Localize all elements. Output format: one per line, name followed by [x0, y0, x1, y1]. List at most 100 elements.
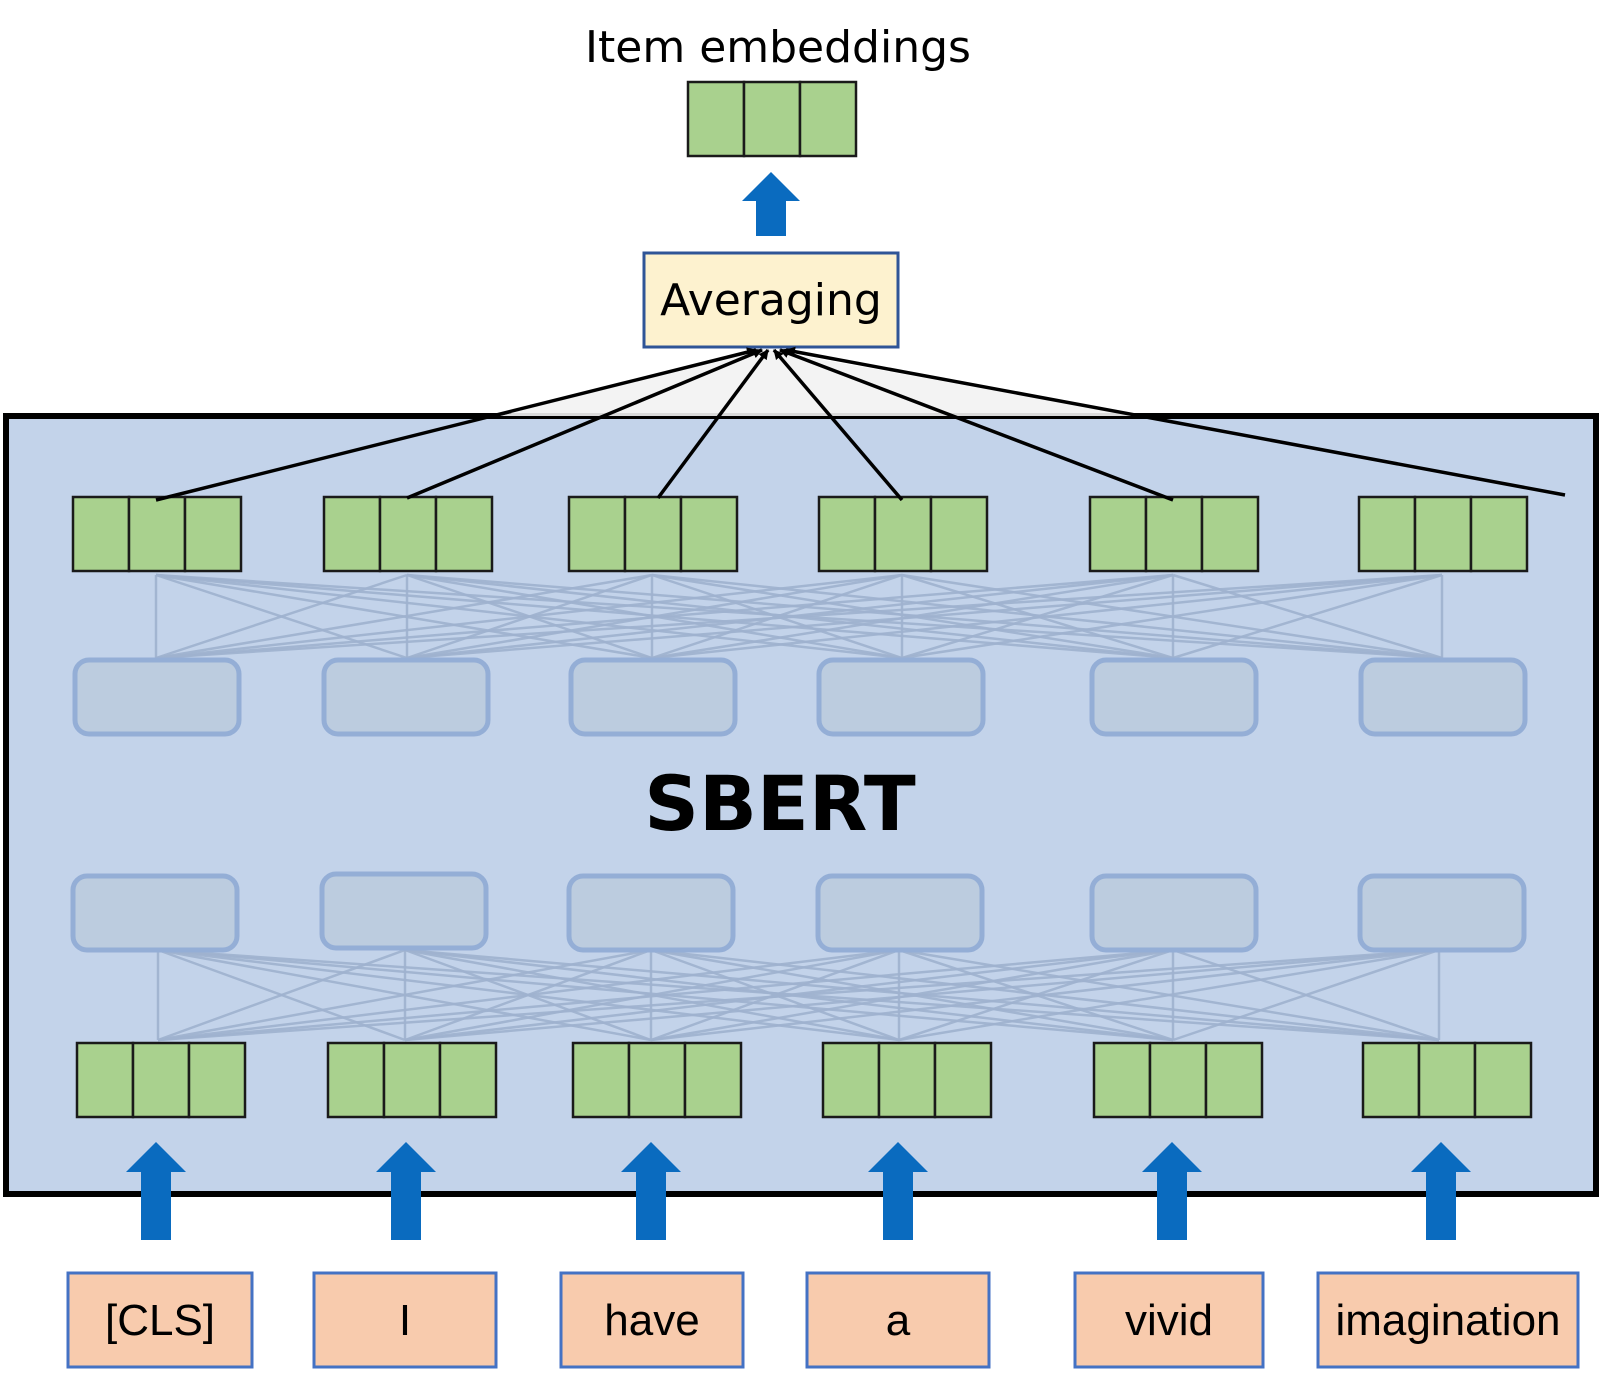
token-box: I — [312, 1271, 498, 1369]
token-box: [CLS] — [66, 1271, 254, 1369]
attention-line — [651, 573, 1443, 660]
attention-line — [155, 573, 903, 660]
layer-box — [1357, 873, 1527, 953]
vector-cell — [933, 1041, 993, 1119]
token-box-frame — [559, 1271, 745, 1369]
vector-cell — [683, 1041, 743, 1119]
token-label: a — [886, 1296, 911, 1345]
token-label: vivid — [1125, 1296, 1213, 1345]
attention-line — [157, 948, 1440, 1042]
lower-attention-connections — [156, 948, 1441, 1042]
token-box-frame — [312, 1271, 498, 1369]
token-vector — [567, 495, 739, 573]
attention-line — [650, 948, 900, 1042]
token-vector — [1088, 495, 1260, 573]
token-box-frame — [1073, 1271, 1265, 1369]
token-vector — [1092, 1041, 1264, 1119]
input-token-vectors — [75, 1041, 1533, 1119]
vector-cell — [742, 80, 802, 158]
vector-cell — [817, 495, 877, 573]
token-vector — [1361, 1041, 1533, 1119]
upper-layer-row — [72, 657, 1528, 737]
token-label: have — [604, 1296, 699, 1345]
token-label: [CLS] — [105, 1296, 215, 1345]
token-vector — [75, 1041, 247, 1119]
vector-cell — [571, 1041, 631, 1119]
vector-cell — [326, 1041, 386, 1119]
attention-line — [651, 573, 903, 660]
vector-cell — [1361, 1041, 1421, 1119]
vector-cell — [438, 1041, 498, 1119]
vector-cell — [71, 495, 131, 573]
vector-cell — [1357, 495, 1417, 573]
vector-cell — [75, 1041, 135, 1119]
vector-cell — [1204, 1041, 1264, 1119]
token-vector — [817, 495, 989, 573]
vector-cell — [627, 1041, 687, 1119]
averaging-box: Averaging — [642, 251, 900, 349]
token-vector — [326, 1041, 498, 1119]
vector-cell — [1413, 495, 1473, 573]
vector-cell — [1092, 1041, 1152, 1119]
pooling-connections — [155, 346, 1566, 502]
vector-cell — [1469, 495, 1529, 573]
layer-box — [1358, 657, 1528, 737]
attention-line — [901, 573, 1443, 660]
token-box: have — [559, 1271, 745, 1369]
attention-line — [155, 573, 653, 660]
attention-line — [157, 948, 1174, 1042]
layer-box — [816, 657, 986, 737]
token-vector — [71, 495, 243, 573]
vector-cell — [623, 495, 683, 573]
vector-cell — [382, 1041, 442, 1119]
token-box-frame — [805, 1271, 991, 1369]
averaging-box-frame — [642, 251, 900, 349]
vector-cell — [434, 495, 494, 573]
token-label: imagination — [1335, 1296, 1560, 1345]
up-arrow-icon — [621, 1142, 681, 1240]
layer-box — [321, 657, 491, 737]
attention-line — [157, 948, 900, 1042]
pooling-line — [785, 346, 1566, 497]
up-arrow-icon — [376, 1142, 436, 1240]
vector-cell — [378, 495, 438, 573]
upper-attention-connections — [154, 573, 1444, 660]
attention-line — [898, 948, 1440, 1042]
vector-cell — [929, 495, 989, 573]
token-label: I — [399, 1296, 411, 1345]
vector-cell — [873, 495, 933, 573]
layer-box — [568, 657, 738, 737]
attention-line — [155, 573, 1174, 660]
attention-line — [155, 573, 408, 660]
up-arrow-icon — [1411, 1142, 1471, 1240]
attention-line — [155, 573, 1443, 660]
fan-highlight — [500, 349, 1137, 416]
vector-cell — [1148, 1041, 1208, 1119]
up-arrow-icon — [868, 1142, 928, 1240]
vector-cell — [127, 495, 187, 573]
up-arrow-icon — [1142, 1142, 1202, 1240]
sbert-label: SBERT — [644, 759, 916, 848]
pooling-line — [656, 348, 770, 500]
token-box: a — [805, 1271, 991, 1369]
layer-box — [72, 657, 242, 737]
lower-layer-row — [70, 871, 1527, 953]
attention-line — [404, 948, 1440, 1042]
vector-cell — [1473, 1041, 1533, 1119]
averaging-label: Averaging — [660, 275, 882, 326]
token-vector — [1357, 495, 1529, 573]
layer-box — [815, 873, 985, 953]
item-embedding-vector — [686, 80, 858, 158]
up-arrow-icon — [742, 172, 800, 236]
layer-box — [1089, 657, 1259, 737]
layer-box — [70, 873, 240, 953]
token-box-frame — [1316, 1271, 1580, 1369]
pooling-line — [779, 348, 1174, 502]
input-arrows — [126, 1142, 1471, 1240]
token-vector — [322, 495, 494, 573]
attention-line — [650, 948, 1440, 1042]
up-arrow-icon — [126, 1142, 186, 1240]
token-box: imagination — [1316, 1271, 1580, 1369]
